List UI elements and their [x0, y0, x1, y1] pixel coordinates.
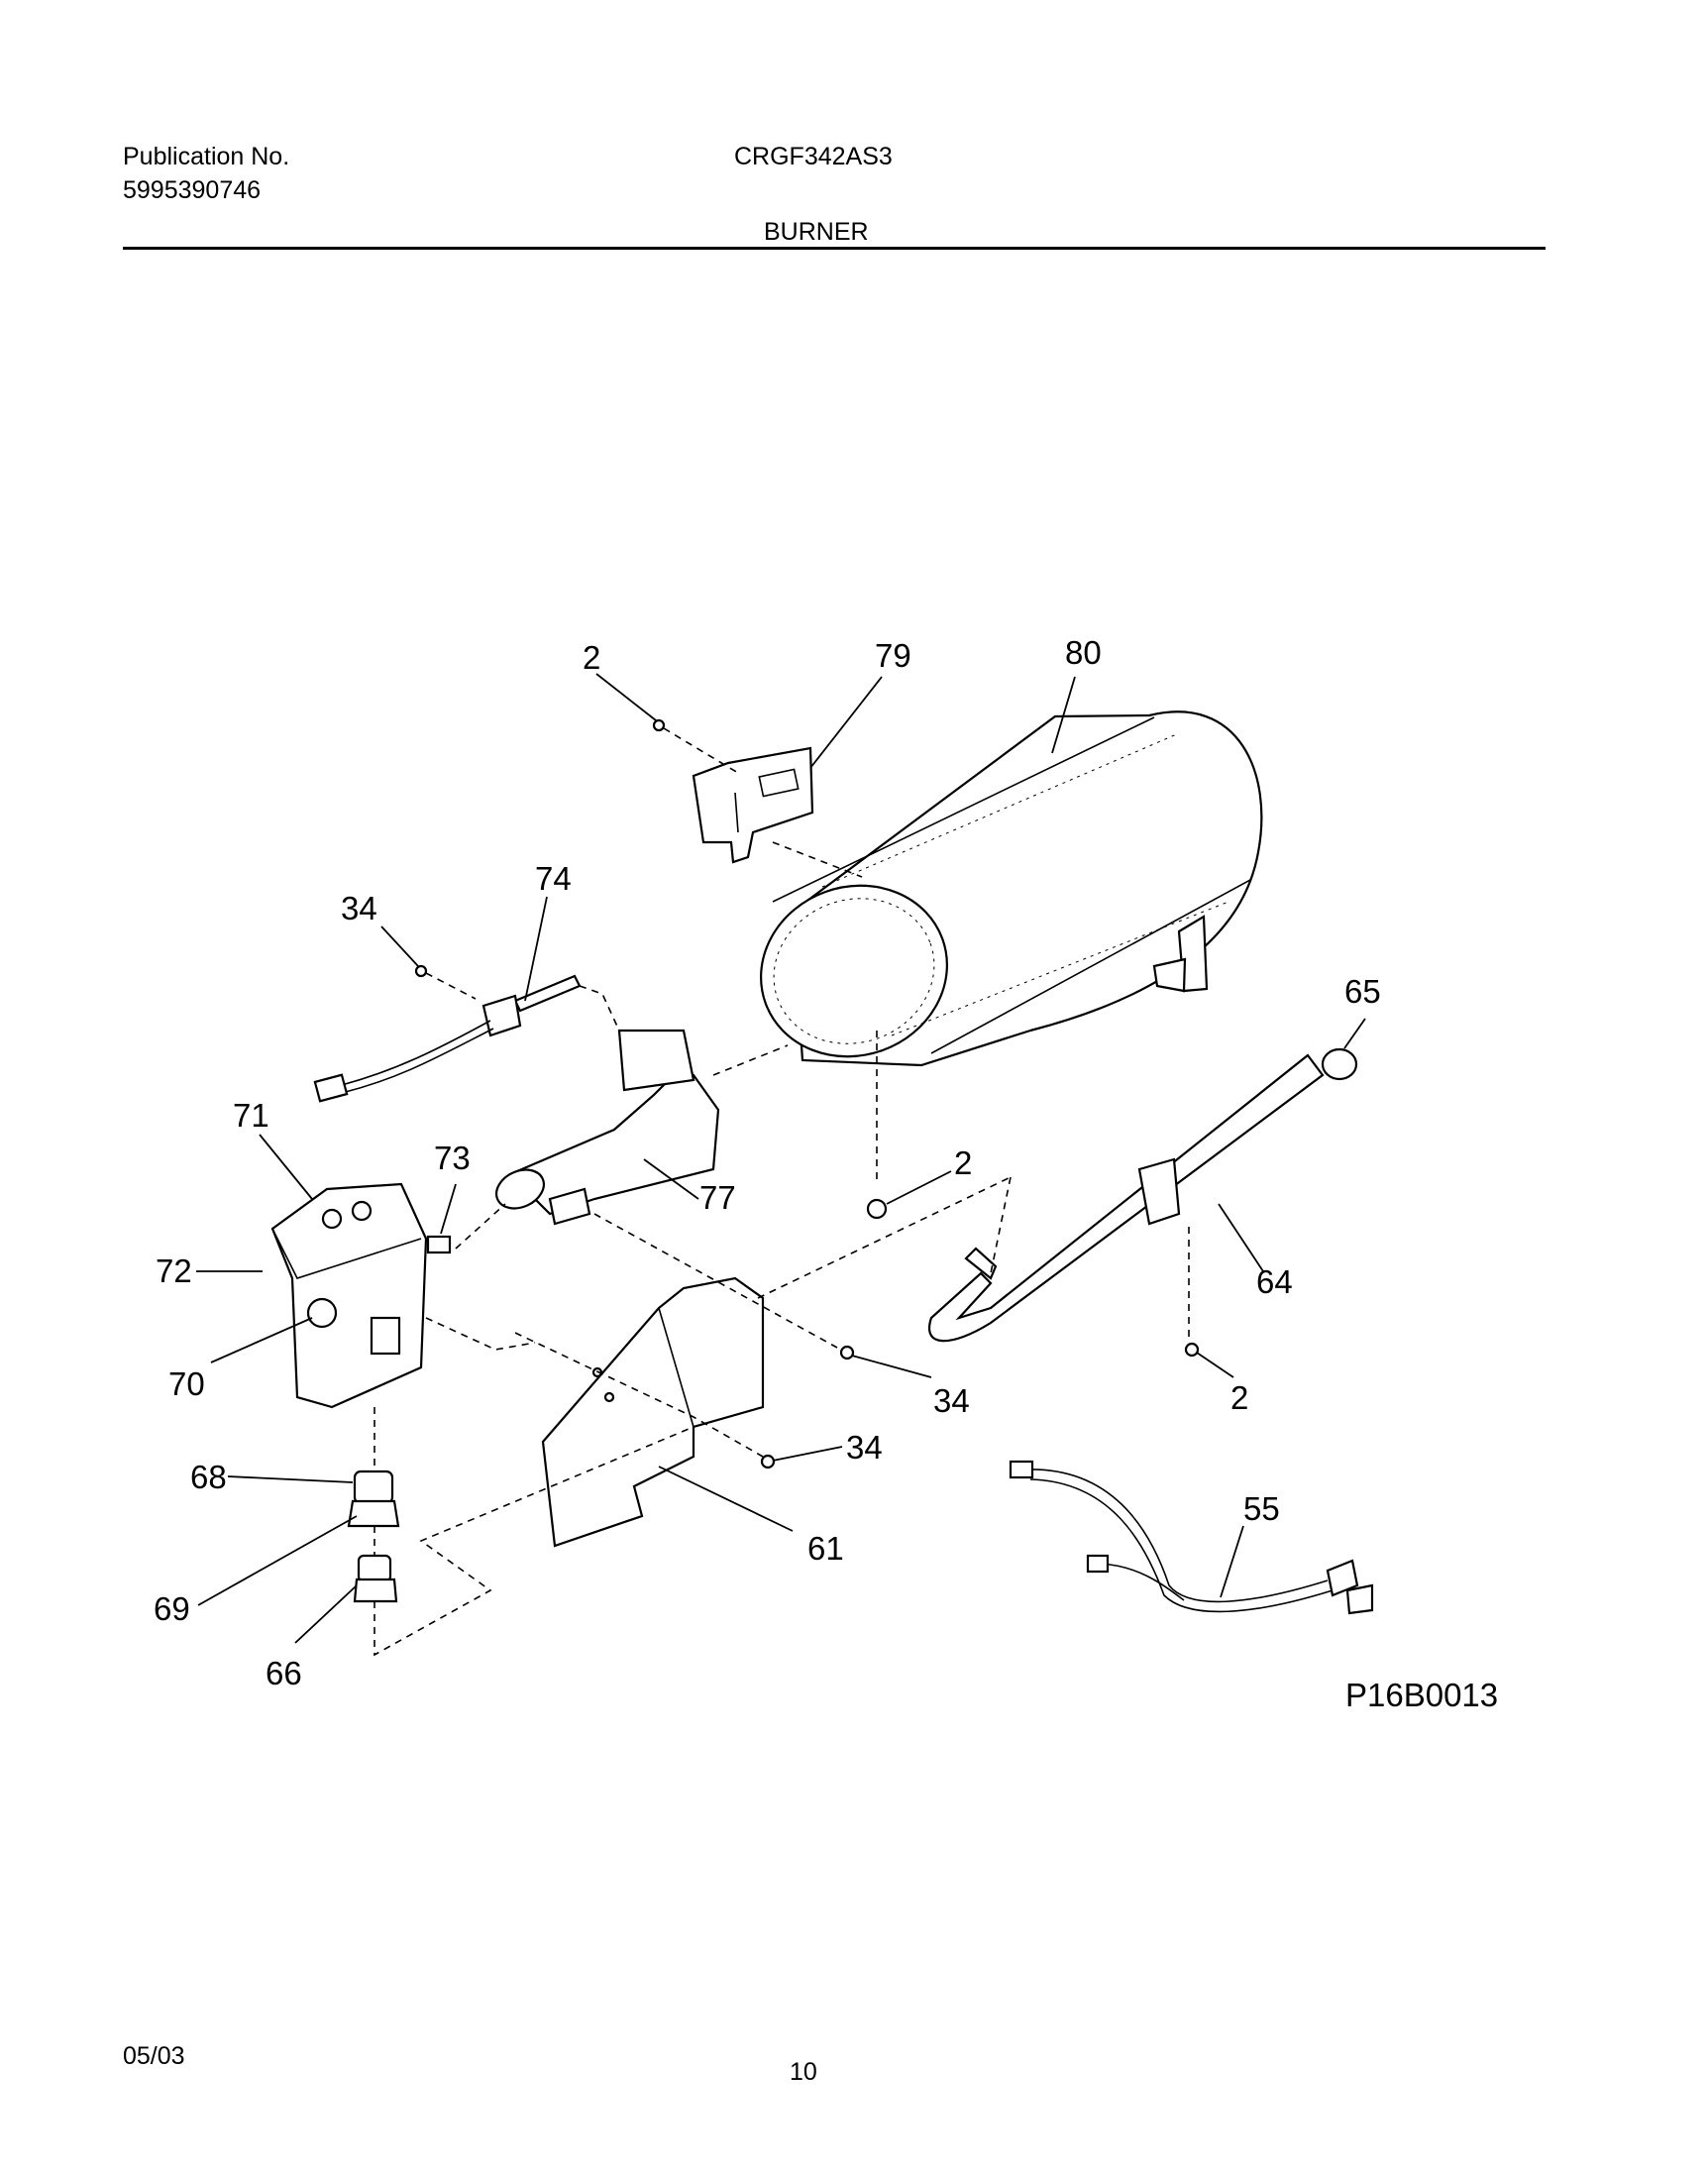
callout-74: 74 [535, 860, 572, 897]
burner-tube-part [494, 1029, 720, 1226]
publication-number: 5995390746 [123, 176, 262, 204]
callout-72: 72 [156, 1252, 192, 1289]
callout-64: 64 [1256, 1263, 1293, 1300]
mounting-plate-part [541, 1276, 765, 1548]
callout-34: 34 [933, 1382, 970, 1419]
header-rule [123, 247, 1546, 250]
leader-lines [196, 673, 1366, 1644]
callout-66: 66 [266, 1655, 302, 1691]
callout-80: 80 [1065, 634, 1102, 671]
burner-drum-part [760, 710, 1263, 1067]
screws-part [414, 718, 1200, 1469]
callout-68: 68 [190, 1459, 227, 1495]
callout-79: 79 [875, 637, 911, 674]
callout-77: 77 [699, 1179, 736, 1216]
callout-61: 61 [807, 1530, 844, 1567]
publication-label: Publication No. [123, 143, 290, 170]
callout-2: 2 [1230, 1379, 1248, 1416]
callout-69: 69 [154, 1590, 190, 1627]
wire-harness-part [1009, 1460, 1374, 1615]
callout-2: 2 [583, 639, 600, 676]
orifice-fittings-part [347, 1469, 400, 1603]
gas-valve-part [270, 1182, 452, 1409]
igniter-part [313, 974, 582, 1103]
callout-71: 71 [233, 1097, 269, 1134]
callout-55: 55 [1243, 1490, 1280, 1527]
footer-date: 05/03 [123, 2042, 185, 2070]
callout-34: 34 [341, 890, 377, 926]
diagram-reference-code: P16B0013 [1345, 1677, 1498, 1713]
page-number: 10 [790, 2058, 817, 2086]
assembly-lines [374, 727, 1190, 1657]
callout-2: 2 [954, 1144, 972, 1181]
callout-numbers: 2 79 80 34 74 65 71 73 77 2 72 64 70 34 … [154, 634, 1381, 1691]
callout-73: 73 [434, 1140, 471, 1176]
section-title: BURNER [764, 218, 869, 246]
callout-34: 34 [846, 1429, 883, 1466]
callout-65: 65 [1344, 973, 1381, 1010]
gas-pipe-part [928, 1047, 1358, 1343]
bracket-part [692, 746, 814, 864]
callout-70: 70 [168, 1365, 205, 1402]
model-number: CRGF342AS3 [734, 143, 893, 170]
